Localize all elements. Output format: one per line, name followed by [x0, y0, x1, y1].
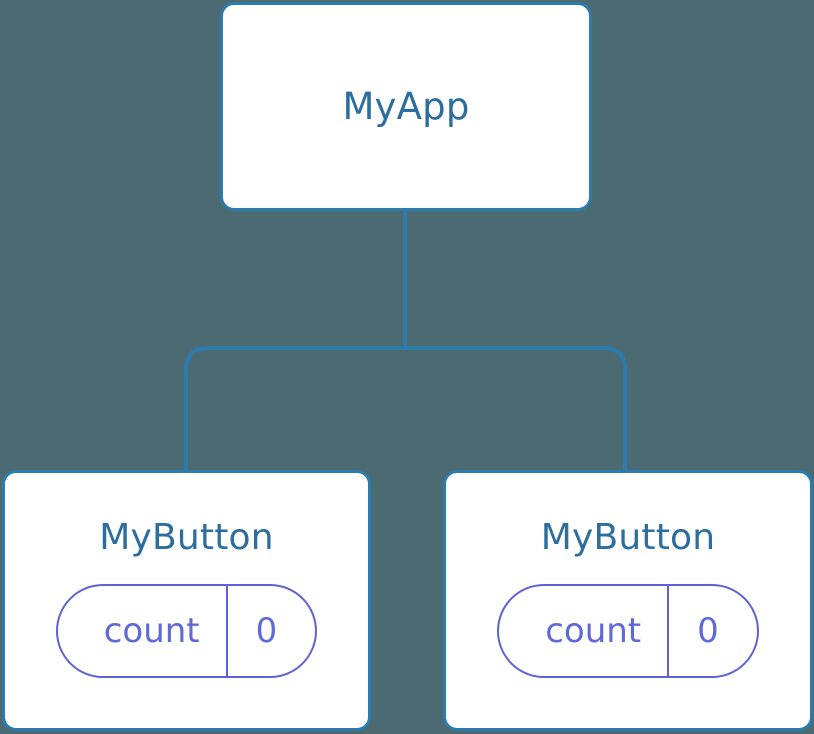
state-pill[interactable]: count 0	[497, 584, 759, 678]
connector-branch-right	[405, 346, 627, 471]
state-value: 0	[255, 611, 278, 651]
connector-branch-left	[184, 346, 405, 471]
pill-divider	[225, 586, 228, 676]
state-pill[interactable]: count 0	[55, 584, 318, 678]
node-title: MyApp	[342, 85, 470, 128]
state-value: 0	[697, 611, 719, 651]
tree-node-mybutton-1[interactable]: MyButton count 0	[2, 470, 371, 731]
state-key: count	[103, 611, 200, 651]
tree-node-myapp[interactable]: MyApp	[220, 2, 592, 211]
pill-divider	[667, 586, 670, 676]
state-key: count	[545, 611, 642, 651]
node-title: MyButton	[99, 517, 274, 558]
node-title: MyButton	[540, 517, 716, 558]
tree-node-mybutton-2[interactable]: MyButton count 0	[443, 470, 813, 731]
